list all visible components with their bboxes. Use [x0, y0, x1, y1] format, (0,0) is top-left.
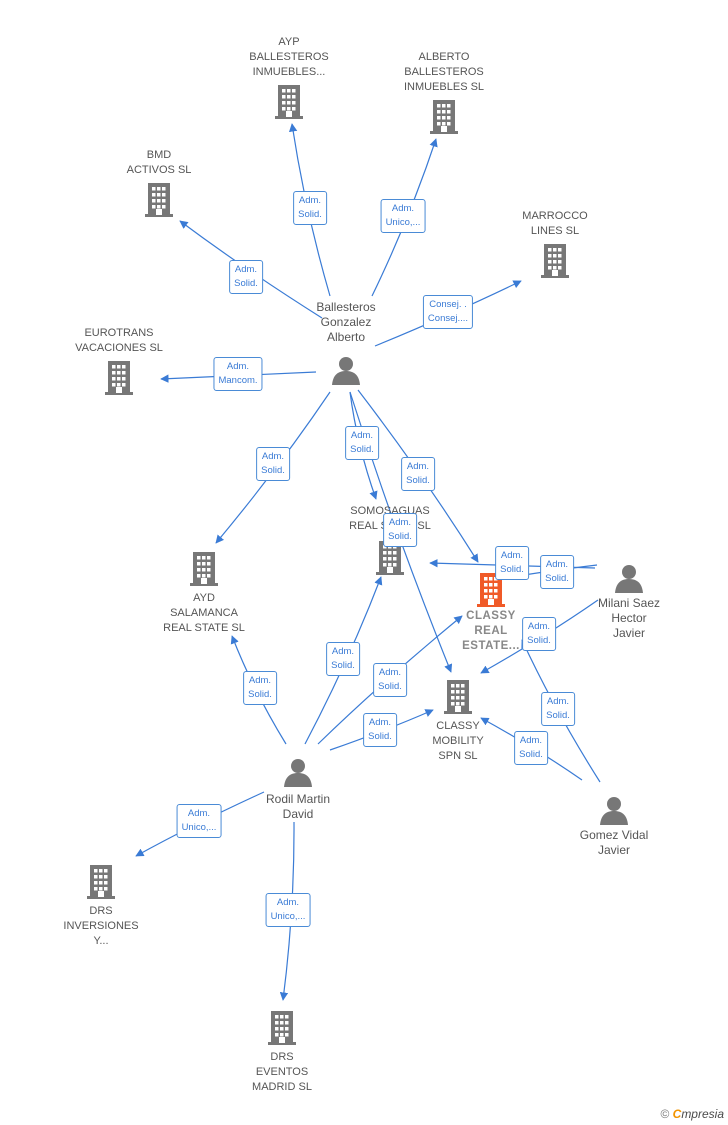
building-icon[interactable] — [444, 680, 472, 719]
company-label-ayp[interactable]: AYP BALLESTEROS INMUEBLES... — [249, 36, 329, 78]
edge-label-rodil-to-drs_inv[interactable]: Adm. Unico,... — [176, 804, 222, 838]
company-label-ayd[interactable]: AYD SALAMANCA REAL STATE SL — [163, 592, 245, 634]
brand-logo-rest: mpresia — [681, 1107, 724, 1121]
person-icon[interactable] — [614, 563, 644, 598]
edge-label-ballesteros-to-bmd[interactable]: Adm. Solid. — [229, 260, 263, 294]
company-label-classy_real[interactable]: CLASSY REAL ESTATE... — [462, 610, 520, 652]
person-icon[interactable] — [599, 795, 629, 830]
edge-label-ballesteros-to-ayd[interactable]: Adm. Solid. — [256, 447, 290, 481]
company-label-classy_mobility[interactable]: CLASSY MOBILITY SPN SL — [432, 720, 484, 762]
edge-label-ballesteros-to-marrocco[interactable]: Consej. . Consej.... — [422, 295, 474, 329]
person-label-ballesteros[interactable]: Ballesteros Gonzalez Alberto — [316, 300, 376, 344]
building-icon[interactable] — [190, 552, 218, 591]
person-label-milani[interactable]: Milani Saez Hector Javier — [597, 596, 661, 640]
edge-label-milani-to-classy_real[interactable]: Adm. Solid. — [540, 555, 574, 589]
brand-logo-first: C — [672, 1107, 682, 1121]
company-label-drs_eventos[interactable]: DRS EVENTOS MADRID SL — [252, 1051, 312, 1093]
edge-label-rodil-to-classy_real[interactable]: Adm. Solid. — [373, 663, 407, 697]
edge-label-ballesteros-to-alberto[interactable]: Adm. Unico,... — [380, 199, 426, 233]
person-label-rodil[interactable]: Rodil Martin David — [265, 792, 331, 821]
copyright-symbol: © — [660, 1107, 670, 1121]
edge-label-ballesteros-to-eurotrans[interactable]: Adm. Mancom. — [213, 357, 263, 391]
edge-label-ballesteros-to-ayp[interactable]: Adm. Solid. — [293, 191, 327, 225]
company-label-eurotrans[interactable]: EUROTRANS VACACIONES SL — [75, 327, 163, 354]
footer: © Cmpresia — [660, 1107, 724, 1121]
edge-label-milani-to-somosaguas[interactable]: Adm. Solid. — [495, 546, 529, 580]
edge-label-gomez-to-classy_mobility[interactable]: Adm. Solid. — [514, 731, 548, 765]
edge-label-rodil-to-classy_mobility[interactable]: Adm. Solid. — [363, 713, 397, 747]
company-label-bmd[interactable]: BMD ACTIVOS SL — [126, 149, 192, 176]
edge-label-ballesteros-to-classy_real[interactable]: Adm. Solid. — [401, 457, 435, 491]
edge-label-milani-to-classy_mobility[interactable]: Adm. Solid. — [522, 617, 556, 651]
company-label-drs_inv[interactable]: DRS INVERSIONES Y... — [63, 905, 139, 947]
building-icon[interactable] — [430, 100, 458, 139]
building-icon[interactable] — [541, 244, 569, 283]
person-icon[interactable] — [331, 355, 361, 390]
company-label-alberto[interactable]: ALBERTO BALLESTEROS INMUEBLES SL — [403, 51, 485, 93]
person-icon[interactable] — [283, 757, 313, 792]
edge-label-gomez-to-classy_real[interactable]: Adm. Solid. — [541, 692, 575, 726]
edge-label-rodil-to-drs_eventos[interactable]: Adm. Unico,... — [265, 893, 311, 927]
company-label-marrocco[interactable]: MARROCCO LINES SL — [522, 210, 588, 237]
building-icon[interactable] — [268, 1011, 296, 1050]
edge-label-ballesteros-to-somosaguas[interactable]: Adm. Solid. — [345, 426, 379, 460]
person-label-gomez[interactable]: Gomez Vidal Javier — [579, 828, 649, 857]
edge-label-rodil-to-somosaguas[interactable]: Adm. Solid. — [326, 642, 360, 676]
edge-label-ballesteros-to-classy_mobility[interactable]: Adm. Solid. — [383, 513, 417, 547]
building-icon[interactable] — [275, 85, 303, 124]
building-icon[interactable] — [87, 865, 115, 904]
edge-label-rodil-to-ayd[interactable]: Adm. Solid. — [243, 671, 277, 705]
building-icon[interactable] — [105, 361, 133, 400]
building-icon[interactable] — [145, 183, 173, 222]
